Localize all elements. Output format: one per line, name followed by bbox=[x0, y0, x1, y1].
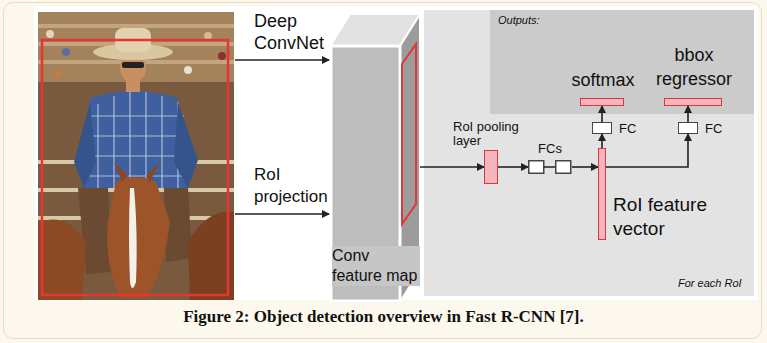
fc-rect bbox=[556, 161, 571, 174]
node-text: Conv feature map bbox=[332, 246, 420, 286]
photo-illustration bbox=[38, 12, 234, 300]
fc-box: FC bbox=[678, 122, 698, 134]
figure-caption: Figure 2: Object detection overview in F… bbox=[0, 306, 767, 328]
label-holder: Deep ConvNet bbox=[254, 10, 330, 54]
convnet-arrow bbox=[235, 59, 329, 61]
node-text: FCs bbox=[528, 141, 572, 156]
connector bbox=[420, 166, 484, 168]
node-text: FC bbox=[705, 121, 729, 137]
fc-box: FC bbox=[592, 122, 612, 134]
connector bbox=[687, 106, 689, 122]
roi-panel: For each RoIOutputs:softmaxbbox regresso… bbox=[424, 10, 754, 296]
caption-holder: Figure 2: Object detection overview in F… bbox=[0, 306, 767, 328]
softmax-output: softmax bbox=[580, 98, 624, 106]
bbox-output: bbox regressor bbox=[664, 98, 722, 106]
node-text: RoI pooling layer bbox=[453, 120, 523, 148]
layer-label: Deep ConvNet bbox=[254, 10, 330, 54]
fc-rect bbox=[529, 161, 544, 174]
node-text: bbox regressor bbox=[647, 43, 741, 91]
connector bbox=[601, 134, 603, 148]
layer-label: RoI projection bbox=[254, 164, 330, 208]
node-text: softmax bbox=[558, 69, 648, 91]
fc-link bbox=[544, 166, 555, 168]
fc-layer-symbols bbox=[528, 160, 572, 174]
label-holder: RoI projection bbox=[254, 164, 330, 208]
node-text: For each RoI bbox=[678, 276, 752, 290]
feature-vector: RoI feature vector bbox=[598, 148, 606, 240]
node-text: Outputs: bbox=[498, 13, 568, 27]
outputs-panel: Outputs:softmaxbbox regressor bbox=[490, 10, 754, 114]
node-text: RoI feature vector bbox=[613, 193, 725, 241]
roi-region bbox=[402, 44, 416, 224]
connector bbox=[498, 166, 528, 168]
projection-arrow bbox=[235, 213, 329, 215]
connector bbox=[601, 106, 603, 122]
connector bbox=[572, 166, 598, 168]
connector bbox=[606, 134, 688, 167]
fc-layers: FCs bbox=[528, 160, 572, 174]
roi-pool-box: RoI pooling layer bbox=[484, 150, 498, 184]
node-text: FC bbox=[619, 121, 643, 137]
feature-map: Conv feature map bbox=[330, 14, 420, 302]
